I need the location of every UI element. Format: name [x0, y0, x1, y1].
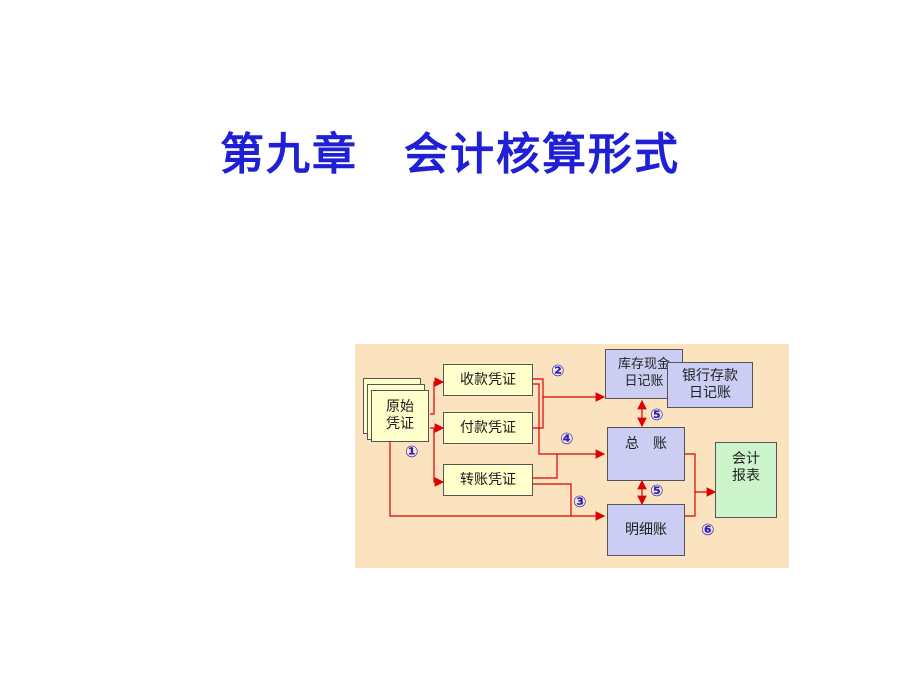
- step-4-label: ④: [560, 429, 574, 448]
- receipt-voucher-box: 收款凭证: [443, 364, 533, 396]
- step-3-label: ③: [573, 492, 587, 511]
- arrow-receipt-journal: [533, 378, 606, 402]
- arrow-to-transfer: [433, 428, 445, 487]
- arrow-detail-report: [685, 492, 696, 517]
- arrow-transfer-general: [533, 454, 558, 479]
- connector-lines: [389, 377, 717, 521]
- step-5a-label: ⑤: [650, 405, 664, 424]
- step-1-label: ①: [405, 442, 419, 461]
- transfer-voucher-box: 转账凭证: [443, 464, 533, 496]
- step-2-label: ②: [551, 361, 565, 380]
- source-document-box: 原始 凭证: [371, 390, 429, 442]
- arrow-source-detail: [389, 442, 606, 521]
- step-6-label: ⑥: [701, 520, 715, 539]
- general-ledger-box: 总 账: [607, 427, 685, 481]
- arrow-general-report: [685, 453, 717, 497]
- detail-ledger-box: 明细账: [607, 504, 685, 556]
- arrow-transfer-detail: [533, 483, 572, 516]
- financial-report-box: 会计 报表: [715, 442, 777, 518]
- step-5b-label: ⑤: [650, 481, 664, 500]
- bank-journal-box: 银行存款 日记账: [667, 362, 753, 408]
- arrow-to-receipt: [430, 377, 445, 415]
- payment-voucher-box: 付款凭证: [443, 412, 533, 444]
- page-title: 第九章 会计核算形式: [220, 129, 680, 180]
- arrow-payment-journal: [533, 397, 544, 429]
- arrow-to-general-ledger: [533, 383, 606, 459]
- accounting-flow-diagram: 原始 凭证 收款凭证 付款凭证 转账凭证 库存现金 日记账 银行存款 日记账 总…: [355, 344, 789, 568]
